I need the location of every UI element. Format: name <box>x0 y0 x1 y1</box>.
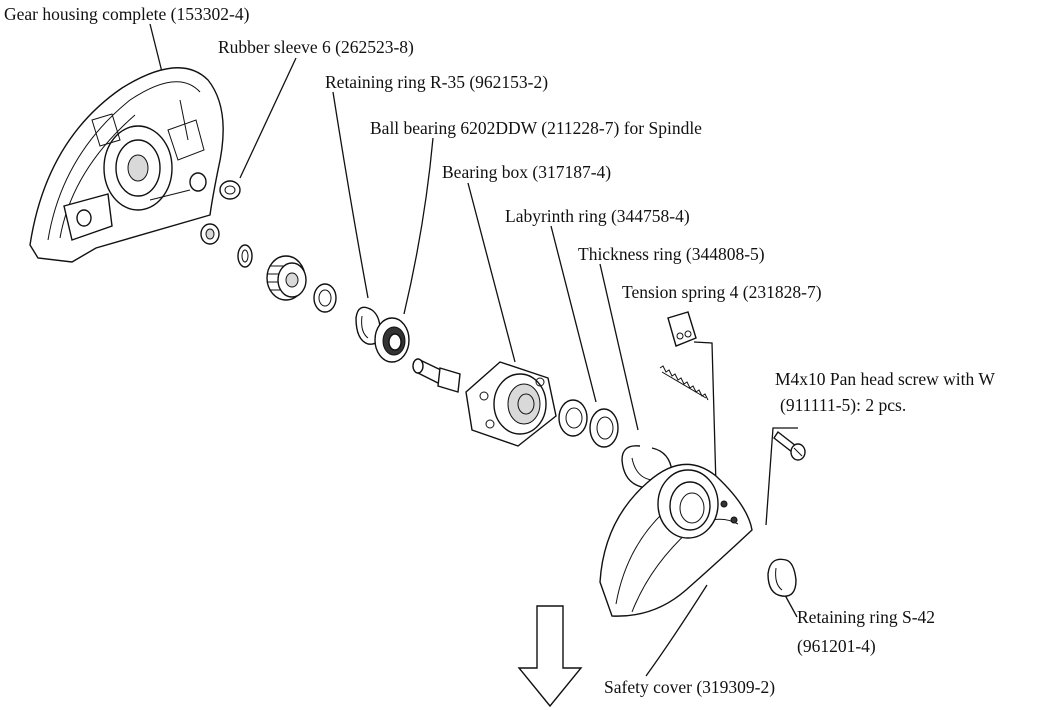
spacer-ring-part <box>313 283 337 313</box>
leader-retaining-ring-r35 <box>332 91 369 299</box>
label-pan-head-screw-line2: (911111-5): 2 pcs. <box>780 395 906 415</box>
leader-ball-bearing <box>403 137 434 315</box>
rubber-sleeve-part <box>219 180 241 200</box>
needle-bearing-part <box>200 223 220 245</box>
label-safety-cover: Safety cover (319309-2) <box>604 677 775 697</box>
label-tension-spring: Tension spring 4 (231828-7) <box>622 282 822 302</box>
leader-labyrinth-ring <box>550 225 597 403</box>
label-ball-bearing: Ball bearing 6202DDW (211228-7) for Spin… <box>370 118 702 138</box>
spiral-gear-part <box>266 255 307 301</box>
label-thickness-ring: Thickness ring (344808-5) <box>578 244 765 264</box>
ball-bearing-part <box>374 317 410 363</box>
leader-rubber-sleeve <box>239 57 297 179</box>
labyrinth-ring-part <box>558 399 588 437</box>
spring-clip-part <box>667 311 697 347</box>
thickness-ring-part <box>589 408 619 448</box>
bearing-box-part <box>465 361 557 447</box>
tension-spring-part <box>659 365 709 401</box>
safety-cover-part <box>599 463 753 617</box>
leader-tension-spring <box>693 341 717 487</box>
leader-thickness-ring <box>599 263 639 431</box>
label-labyrinth-ring: Labyrinth ring (344758-4) <box>505 206 690 226</box>
leader-pan-head-screw <box>765 427 798 526</box>
label-pan-head-screw-line1: M4x10 Pan head screw with W <box>775 369 995 389</box>
small-retaining-ring-part <box>237 244 253 268</box>
label-bearing-box: Bearing box (317187-4) <box>442 162 611 182</box>
retaining-ring-r35-part <box>355 306 381 345</box>
gear-housing-complete <box>29 67 224 263</box>
label-retaining-ring-s42-line1: Retaining ring S-42 <box>797 607 935 627</box>
label-gear-housing: Gear housing complete (153302-4) <box>4 4 250 24</box>
label-retaining-ring-s42-line2: (961201-4) <box>797 636 876 656</box>
retaining-ring-s42-part <box>767 558 797 597</box>
down-arrow-icon <box>517 605 583 708</box>
leader-bearing-box <box>467 182 516 363</box>
leader-safety-cover <box>645 584 708 677</box>
label-retaining-ring-r35: Retaining ring R-35 (962153-2) <box>325 72 548 92</box>
spindle-part <box>412 358 461 393</box>
leader-gear-housing <box>149 23 163 73</box>
pan-head-screw-part <box>773 430 806 461</box>
label-rubber-sleeve: Rubber sleeve 6 (262523-8) <box>218 37 414 57</box>
